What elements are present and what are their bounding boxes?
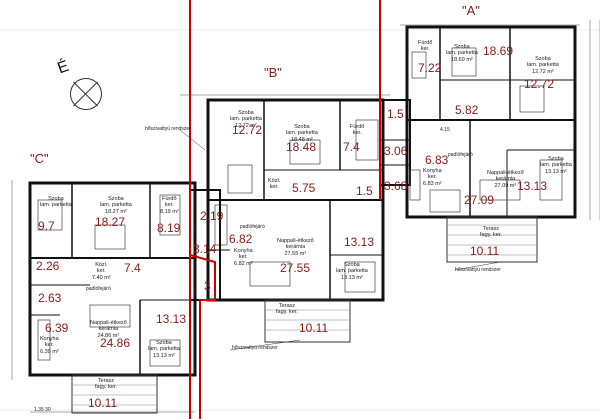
area-a-furdo: 7.22 [418,61,442,75]
note-hoszig-a: hőszivattyú rendszer [455,267,501,273]
area-b-furdo: 7.4 [343,140,360,154]
area-a-small3: 3.06 [384,144,408,158]
area-a-small1: 5.82 [455,103,479,117]
area-b-small: 1.5 [356,184,373,198]
area-b-terasz: 10.11 [299,321,329,335]
room-a-szoba1: Szoba lam. parketta 18.69 m² [446,44,478,63]
unit-c-label: "C" [30,151,49,166]
area-a-nappali: 27.09 [464,193,495,207]
area-a-small2: 1.5 [387,107,404,121]
dimension-label-2: 4.15 [440,127,450,133]
area-a-szoba2: 12.72 [524,77,555,91]
room-a-nappali: Nappali-étkező kerámia 27.09 m² [487,170,524,189]
room-b-furdo: Fürdő ker. [350,124,365,137]
area-b-szoba1: 12.72 [232,123,263,137]
note-padlo-c: padlófejáró [86,286,111,292]
area-c-szoba3: 13.13 [156,312,187,326]
area-c-small1: 2.26 [36,259,60,273]
area-c-nappali: 24.86 [100,336,131,350]
room-a-szoba2: Szoba lam. parketta 12.72 m² [527,56,559,75]
room-a-szoba3: Szoba lam. parketta 13.13 m² [540,156,572,175]
area-c-szoba1: 9.7 [38,219,55,233]
area-b-nappali: 27.55 [280,261,311,275]
room-c-kozl: Közl. ker. 7.40 m² [92,262,111,281]
area-b-szoba2: 18.48 [286,140,317,154]
room-c-szoba3: Szoba lam. parketta 13.13 m² [148,340,180,359]
area-a-szoba1: 18.69 [483,44,514,58]
room-b-szoba3: Szoba lam. parketta 13.13 m² [336,262,368,281]
area-c-szoba2: 18.27 [95,215,126,229]
area-c-konyha: 6.39 [45,321,69,335]
room-b-nappali: Nappali-étkező kerámia 27.55 m² [277,238,314,257]
room-b-konyha: Konyha ker. 6.82 m² [234,248,253,267]
area-b-small2: 2.19 [200,209,224,223]
room-c-konyha: Konyha ker. 6.39 m² [40,336,59,355]
area-b-small3: 3.14 [193,242,217,256]
room-b-szoba2: Szoba lam. parketta 18.48 m² [286,124,318,143]
room-c-nappali: Nappali-étkező kerámia 24.86 m² [90,320,127,339]
area-c-furdo: 8.19 [157,221,181,235]
area-a-terasz: 10.11 [470,244,500,258]
room-c-szoba1: Szoba lam. parketta [40,196,72,209]
room-c-terasz: Terasz fagy. ker. [95,378,117,391]
room-b-szoba1: Szoba lam. parketta 12.72 m² [230,110,262,129]
area-a-konyha: 6.83 [425,153,449,167]
room-a-furdo: Fürdő ker. [418,40,433,53]
area-c-kozl: 7.4 [124,261,141,275]
area-a-szoba3: 13.13 [517,179,548,193]
area-b-szoba3: 13.13 [344,235,375,249]
room-c-furdo: Fürdő ker. 8.19 m² [160,196,179,215]
compass-icon [70,78,102,110]
note-hoszig-c: hőszivattyú rendszer [232,345,278,351]
room-a-konyha: Konyha ker. 6.83 m² [423,168,442,187]
room-c-szoba2: Szoba lam. parketta 18.27 m² [100,196,132,215]
area-c-terasz: 10.11 [88,396,118,410]
unit-a-furniture [409,47,563,213]
area-b-konyha: 6.82 [229,232,253,246]
unit-b-label: "B" [264,65,282,80]
area-a-small4: 3.68 [384,179,408,193]
note-hoszig-b: hőszivattyú rendszer [145,126,191,132]
unit-a-label: "A" [462,3,480,18]
dimension-label-1: 1.35 30 [34,407,51,413]
note-padlo-b: padlófejáró [240,224,265,230]
unit-c-furniture [37,194,181,367]
room-a-terasz: Terasz fagy. ker. [480,226,502,239]
area-b-small4: 3 [204,279,211,293]
area-b-kozl: 5.75 [292,181,316,195]
room-b-kozl: Közl. ker. [268,178,281,191]
room-b-terasz: Terasz fagy. ker. [276,303,298,316]
note-padlo-a: padlófejáró [448,152,473,158]
area-c-small2: 2.63 [38,291,62,305]
